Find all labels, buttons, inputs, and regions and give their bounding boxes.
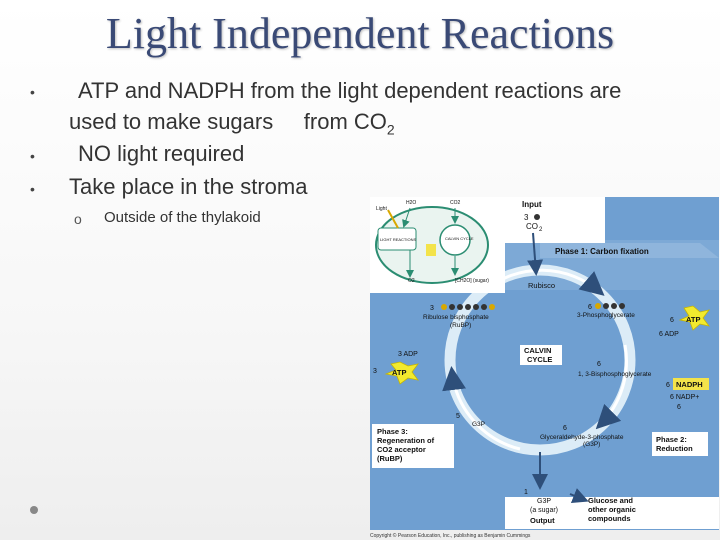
output-count: 1 bbox=[524, 489, 528, 496]
phase-2-label-2: Reduction bbox=[656, 444, 693, 453]
bullet-marker: • bbox=[30, 84, 35, 100]
output-g3p: G3P bbox=[537, 498, 551, 505]
inset-h2o-label: H2O bbox=[406, 200, 416, 206]
bullet-1-line-1: ATP and NADPH from the light dependent r… bbox=[78, 78, 622, 103]
inset-light-arrow bbox=[387, 209, 399, 229]
input-bg bbox=[505, 197, 605, 243]
inset-sugar-label: [CH2O] (sugar) bbox=[455, 278, 489, 284]
slide-title: Light Independent Reactions bbox=[105, 9, 615, 58]
inset-o2-label: O2 bbox=[408, 278, 415, 284]
phase-3-label-1: Phase 3: bbox=[377, 427, 408, 436]
bpg-name: 1, 3-Bisphosphoglycerate bbox=[578, 371, 652, 378]
input-arrow bbox=[527, 232, 544, 276]
phase-3-label-2: Regeneration of bbox=[377, 436, 435, 445]
rubp-abbr: (RuBP) bbox=[450, 322, 471, 329]
phase-1-label: Phase 1: Carbon fixation bbox=[555, 247, 649, 256]
bullet-1-line-2: used to make sugars from CO2 bbox=[69, 109, 395, 137]
phase-2-label-1: Phase 2: bbox=[656, 435, 687, 444]
pi-out-count: 6 bbox=[677, 404, 681, 411]
g3p-left-count: 5 bbox=[456, 413, 460, 420]
output-label: Output bbox=[530, 516, 555, 525]
output-bg bbox=[505, 497, 719, 529]
adp-left-label: 3 ADP bbox=[398, 351, 418, 358]
input-subscript: 2 bbox=[539, 227, 543, 233]
rubp-carbon-chain bbox=[441, 304, 495, 310]
calvin-label-2: CYCLE bbox=[527, 355, 552, 364]
rubp-name: Ribulose bisphosphate bbox=[423, 314, 489, 321]
nadp-out-label: 6 NADP+ bbox=[670, 394, 699, 401]
output-sugar: (a sugar) bbox=[530, 507, 558, 514]
pga-count: 6 bbox=[588, 304, 592, 311]
glucose-line-1: Glucose and bbox=[588, 496, 633, 505]
nadph-box bbox=[673, 378, 709, 390]
atp-starburst-icon bbox=[384, 361, 419, 385]
calvin-label-bg bbox=[520, 345, 562, 365]
atp-left-count: 3 bbox=[373, 368, 377, 375]
inset-calvin-label: CALVIN CYCLE bbox=[445, 236, 474, 241]
adp-out-label: 6 ADP bbox=[659, 331, 679, 338]
inset-light-reactions-label: LIGHT REACTIONS bbox=[380, 237, 416, 242]
phase-2-label-bg bbox=[652, 432, 708, 456]
g3p-abbr: (G3P) bbox=[583, 441, 600, 448]
bottom-bullet-dot bbox=[30, 506, 38, 514]
glucose-line-3: compounds bbox=[588, 514, 631, 523]
atp-in-count: 6 bbox=[670, 317, 674, 324]
rubp-count: 3 bbox=[430, 305, 434, 312]
bullet-marker: • bbox=[30, 148, 35, 164]
cycle-arrow bbox=[442, 366, 521, 451]
input-molecule: CO bbox=[526, 222, 538, 231]
copyright-notice: Copyright © Pearson Education, Inc., pub… bbox=[370, 532, 531, 539]
atp-starburst-icon bbox=[678, 305, 710, 331]
glucose-line-2: other organic bbox=[588, 505, 636, 514]
bullet-marker: • bbox=[30, 181, 35, 197]
pga-name: 3-Phosphoglycerate bbox=[577, 312, 635, 319]
pga-carbon-chain bbox=[595, 303, 625, 309]
inset-arrow bbox=[402, 207, 411, 228]
phase-1-label-bg bbox=[540, 243, 719, 258]
nadph-label: NADPH bbox=[676, 380, 703, 389]
bullet-3: Take place in the stroma bbox=[69, 174, 308, 199]
phase-3-label-4: (RuBP) bbox=[377, 454, 403, 463]
atp-label: ATP bbox=[686, 315, 700, 324]
input-label: Input bbox=[522, 200, 542, 209]
subbullet-marker: o bbox=[74, 211, 82, 227]
bullet-1-line-2-text: used to make sugars from CO bbox=[69, 109, 387, 134]
bpg-count: 6 bbox=[597, 361, 601, 368]
phase-3-label-bg bbox=[372, 424, 454, 468]
subbullet-text: Outside of the thylakoid bbox=[104, 209, 261, 226]
phase-3-label-3: CO2 acceptor bbox=[377, 445, 426, 454]
nadph-count: 6 bbox=[666, 382, 670, 389]
atp-left-label: ATP bbox=[392, 368, 406, 377]
carbon-icon bbox=[534, 214, 540, 220]
calvin-label-1: CALVIN bbox=[524, 346, 551, 355]
g3p-main-count: 6 bbox=[563, 425, 567, 432]
inset-atp-icon bbox=[426, 244, 436, 256]
cycle-arrow bbox=[595, 344, 628, 430]
bullet-1-subscript: 2 bbox=[386, 121, 395, 138]
output-branch-arrow bbox=[569, 488, 589, 503]
diagram-background bbox=[370, 486, 505, 530]
bullet-2: NO light required bbox=[78, 141, 245, 166]
input-count: 3 bbox=[524, 213, 529, 222]
g3p-name: Glyceraldehyde-3-phosphate bbox=[540, 434, 624, 441]
inset-light-label: Light bbox=[376, 206, 387, 212]
inset-co2-label: CO2 bbox=[450, 200, 461, 206]
g3p-left-label: G3P bbox=[472, 421, 485, 428]
rubisco-label: Rubisco bbox=[528, 281, 555, 290]
calvin-inset-icon bbox=[439, 224, 471, 256]
